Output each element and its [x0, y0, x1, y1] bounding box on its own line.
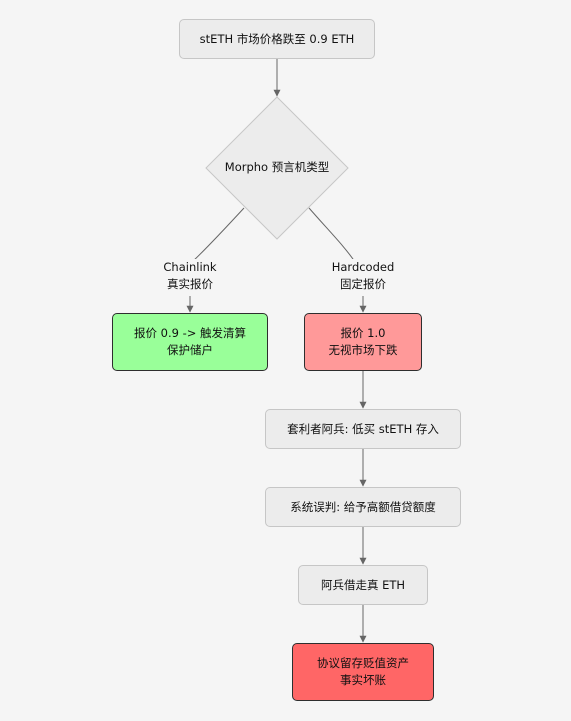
edge-label-hardcoded-line1: Hardcoded — [331, 260, 395, 274]
node-arbitrageur-deposit: 套利者阿兵: 低买 stETH 存入 — [265, 409, 461, 449]
decision-oracle-type-text: Morpho 预言机类型 — [224, 160, 330, 174]
node-bad-debt: 协议留存贬值资产 事实坏账 — [292, 643, 434, 701]
node-system-misjudge: 系统误判: 给予高额借贷额度 — [265, 487, 461, 527]
node-borrow-eth: 阿兵借走真 ETH — [298, 565, 428, 605]
node-chainlink-liquidation: 报价 0.9 -> 触发清算 保护储户 — [112, 313, 268, 371]
edge-label-hardcoded: Hardcoded 固定报价 — [331, 259, 395, 293]
edge-label-chainlink-line2: 真实报价 — [167, 277, 213, 291]
edge-label-chainlink-line1: Chainlink — [163, 260, 217, 274]
node-bad-debt-line2: 事实坏账 — [340, 673, 386, 687]
node-borrow-eth-text: 阿兵借走真 ETH — [320, 577, 406, 592]
node-chainlink-liquidation-line1: 报价 0.9 -> 触发清算 — [133, 326, 247, 340]
node-bad-debt-line1: 协议留存贬值资产 — [317, 656, 409, 670]
decision-diamond — [205, 96, 349, 240]
edge-decision-hardcoded — [308, 207, 356, 263]
node-hardcoded-price: 报价 1.0 无视市场下跌 — [304, 313, 422, 371]
node-hardcoded-price-line1: 报价 1.0 — [340, 326, 386, 340]
node-system-misjudge-text: 系统误判: 给予高额借贷额度 — [290, 499, 436, 514]
edge-label-chainlink: Chainlink 真实报价 — [163, 259, 217, 293]
node-price-drop-text: stETH 市场价格跌至 0.9 ETH — [199, 31, 355, 46]
node-hardcoded-price-line2: 无视市场下跌 — [328, 343, 398, 357]
node-arbitrageur-deposit-text: 套利者阿兵: 低买 stETH 存入 — [287, 421, 439, 436]
edge-label-hardcoded-line2: 固定报价 — [340, 277, 386, 291]
node-chainlink-liquidation-line2: 保护储户 — [167, 343, 213, 357]
node-price-drop: stETH 市场价格跌至 0.9 ETH — [179, 19, 375, 59]
edge-decision-chainlink — [191, 207, 245, 263]
